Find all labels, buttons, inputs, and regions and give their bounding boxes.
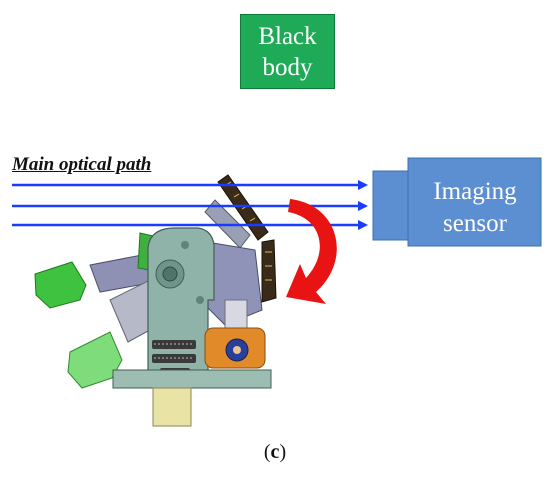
imaging-sensor-label: Imaging sensor <box>410 170 540 246</box>
blackbody-label-line1: Black <box>258 22 317 50</box>
caption-close: ) <box>279 441 287 463</box>
sensor-label-line1: Imaging <box>433 178 517 205</box>
scan-mechanism <box>34 174 277 427</box>
caption-open: ( <box>263 441 271 463</box>
rotation-arrow <box>286 199 337 304</box>
blackbody-label-line2: body <box>262 53 313 81</box>
blackbody-box: Black body <box>240 14 335 89</box>
sensor-label-line2: sensor <box>443 210 507 237</box>
green-motor-bottom <box>67 331 123 389</box>
scan-mirror-lower <box>261 239 277 303</box>
bottom-cylinder <box>152 387 192 427</box>
caption-letter: c <box>270 441 280 463</box>
figure-caption: (c) <box>0 441 550 464</box>
optical-path-label: Main optical path <box>12 154 152 175</box>
base-plate <box>112 369 272 389</box>
imaging-sensor <box>372 157 542 247</box>
green-motor-left <box>34 261 87 309</box>
